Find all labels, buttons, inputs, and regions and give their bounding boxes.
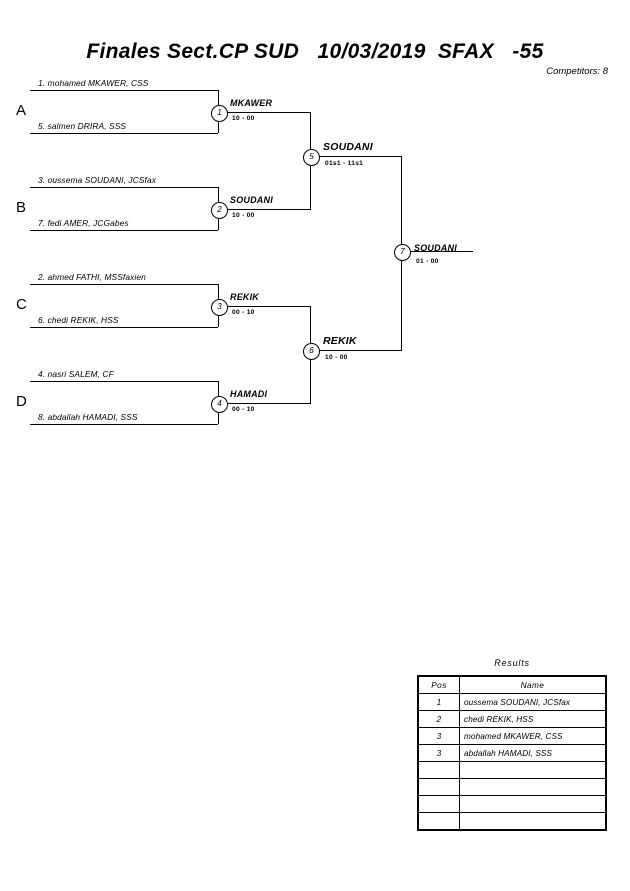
result-name — [459, 795, 607, 813]
match-score-3: 00 - 10 — [232, 309, 255, 316]
bracket-line — [401, 156, 402, 251]
bracket-line — [30, 90, 218, 91]
result-name — [459, 812, 607, 831]
result-pos — [417, 761, 460, 779]
bracket-line — [310, 156, 311, 209]
bracket-line — [30, 424, 218, 425]
bracket-line — [30, 284, 218, 285]
bracket-line — [409, 251, 473, 252]
bracket-line — [226, 306, 311, 307]
table-row: 3 mohamed MKAWER, CSS — [417, 727, 607, 745]
match-number-7: 7 — [394, 244, 411, 261]
bracket-line — [30, 133, 218, 134]
match-score-5: 01s1 - 11s1 — [325, 160, 364, 167]
entrant-5: 5. salmen DRIRA, SSS — [38, 121, 127, 131]
bracket-line — [310, 112, 311, 156]
table-header-row: Pos Name — [417, 675, 607, 694]
results-title: Results — [494, 658, 530, 668]
results-table: Pos Name 1 oussema SOUDANI, JCSfax 2 che… — [417, 675, 607, 831]
result-name: abdallah HAMADI, SSS — [459, 744, 607, 762]
result-name: oussema SOUDANI, JCSfax — [459, 693, 607, 711]
match-winner-4: HAMADI — [230, 389, 268, 399]
table-row: 1 oussema SOUDANI, JCSfax — [417, 693, 607, 711]
match-score-7: 01 - 00 — [416, 258, 439, 265]
result-name: chedi REKIK, HSS — [459, 710, 607, 728]
match-number-1: 1 — [211, 105, 228, 122]
match-number-2: 2 — [211, 202, 228, 219]
page-title: Finales Sect.CP SUD 10/03/2019 SFAX -55 — [86, 40, 544, 63]
entrant-3: 3. oussema SOUDANI, JCSfax — [38, 175, 157, 185]
column-header-name: Name — [459, 675, 607, 694]
match-winner-7: SOUDANI — [414, 243, 457, 253]
bracket-line — [318, 350, 402, 351]
column-header-pos: Pos — [417, 675, 460, 694]
group-label-d: D — [16, 393, 27, 410]
match-score-2: 10 - 00 — [232, 212, 255, 219]
result-name: mohamed MKAWER, CSS — [459, 727, 607, 745]
match-score-1: 10 - 00 — [232, 115, 255, 122]
group-label-c: C — [16, 296, 27, 313]
match-number-4: 4 — [211, 396, 228, 413]
bracket-line — [318, 156, 402, 157]
match-score-6: 10 - 00 — [325, 354, 348, 361]
table-row — [417, 778, 607, 796]
match-winner-3: REKIK — [230, 292, 260, 302]
match-winner-1: MKAWER — [230, 98, 273, 108]
group-label-a: A — [16, 102, 27, 119]
result-pos: 1 — [417, 693, 460, 711]
result-pos: 3 — [417, 727, 460, 745]
table-row: 2 chedi REKIK, HSS — [417, 710, 607, 728]
entrant-6: 6. chedi REKIK, HSS — [38, 315, 119, 325]
match-winner-5: SOUDANI — [323, 141, 373, 153]
bracket-line — [30, 187, 218, 188]
result-pos: 2 — [417, 710, 460, 728]
result-pos: 3 — [417, 744, 460, 762]
match-number-5: 5 — [303, 149, 320, 166]
group-label-b: B — [16, 199, 27, 216]
table-row — [417, 795, 607, 813]
bracket-line — [30, 327, 218, 328]
match-number-3: 3 — [211, 299, 228, 316]
bracket-line — [30, 230, 218, 231]
result-name — [459, 778, 607, 796]
match-number-6: 6 — [303, 343, 320, 360]
table-row — [417, 812, 607, 831]
result-pos — [417, 795, 460, 813]
entrant-8: 8. abdallah HAMADI, SSS — [38, 412, 138, 422]
result-pos — [417, 812, 460, 831]
entrant-1: 1. mohamed MKAWER, CSS — [38, 78, 149, 88]
entrant-4: 4. nasri SALEM, CF — [38, 369, 114, 379]
bracket-line — [401, 251, 402, 350]
bracket-line — [226, 403, 311, 404]
bracket-line — [30, 381, 218, 382]
match-score-4: 00 - 10 — [232, 406, 255, 413]
table-row — [417, 761, 607, 779]
entrant-7: 7. fedi AMER, JCGabes — [38, 218, 129, 228]
bracket-line — [226, 209, 311, 210]
match-winner-2: SOUDANI — [230, 195, 273, 205]
competitors-count: Competitors: 8 — [546, 66, 608, 77]
entrant-2: 2. ahmed FATHI, MSSfaxien — [38, 272, 146, 282]
bracket-line — [310, 306, 311, 350]
bracket-line — [226, 112, 311, 113]
match-winner-6: REKIK — [323, 335, 357, 347]
result-pos — [417, 778, 460, 796]
table-row: 3 abdallah HAMADI, SSS — [417, 744, 607, 762]
bracket-line — [310, 350, 311, 403]
result-name — [459, 761, 607, 779]
